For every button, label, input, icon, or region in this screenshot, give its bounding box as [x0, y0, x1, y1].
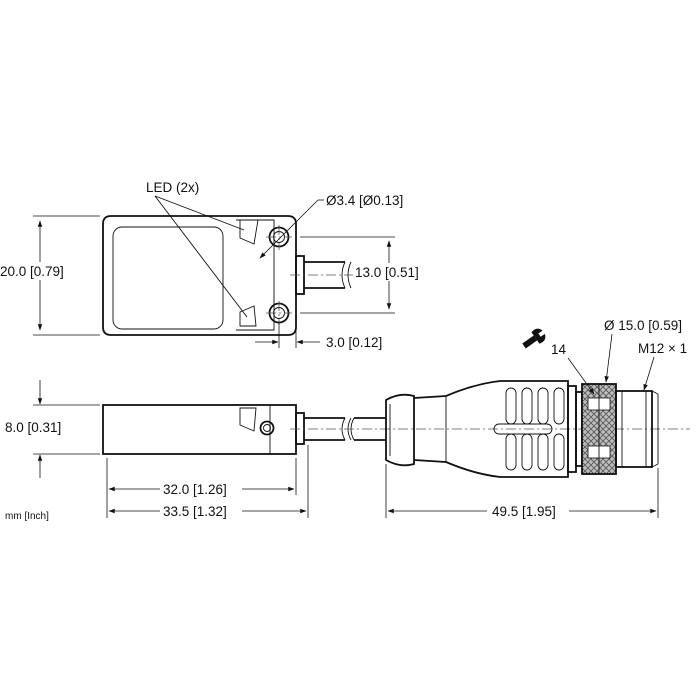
hole-diameter-leader	[259, 199, 319, 259]
thread-label: M12 × 1	[638, 341, 687, 356]
cable-top	[304, 261, 345, 289]
connector-length-label: 49.5 [1.95]	[492, 504, 556, 519]
led-side	[239, 407, 257, 432]
led-upper	[239, 219, 259, 245]
screw-side	[259, 420, 275, 436]
thread	[615, 390, 653, 468]
wrench-leader	[567, 357, 595, 395]
units-label: mm [Inch]	[5, 511, 49, 522]
led-leader-1	[154, 195, 245, 231]
led-leader-2	[154, 195, 248, 318]
wrench-size-label: 14	[551, 342, 567, 357]
cable-gland-side	[295, 412, 305, 445]
connector: 14 Ø 15.0 [0.59] M12 × 1 49.5 [1.95]	[385, 318, 687, 519]
tab-width-label: 3.0 [0.12]	[326, 335, 382, 350]
grip-ribs	[493, 387, 565, 471]
hole-spacing-label: 32.0 [1.26]	[163, 482, 227, 497]
strain-relief	[385, 393, 415, 467]
connector-diameter-label: Ø 15.0 [0.59]	[604, 318, 682, 333]
wrench-icon	[522, 328, 546, 349]
hole-diameter-label: Ø3.4 [Ø0.13]	[326, 193, 403, 208]
body-length-label: 33.5 [1.32]	[163, 504, 227, 519]
height-label: 20.0 [0.79]	[0, 264, 64, 279]
sensor-body-top	[102, 215, 297, 336]
cable-offset-label: 13.0 [0.51]	[355, 265, 419, 280]
thickness-label: 8.0 [0.31]	[5, 420, 61, 435]
top-view: LED (2x) Ø3.4 [Ø0.13] 20.0 [0.79] 13.0 […	[0, 180, 425, 350]
led-lower	[239, 305, 257, 327]
sensor-body-side	[102, 404, 297, 455]
led-label: LED (2x)	[146, 180, 199, 195]
sensing-face	[112, 226, 224, 330]
side-view: 8.0 [0.31] 32.0 [1.26] 33.5 [1.32] mm [I…	[4, 380, 690, 522]
cable-side	[304, 417, 345, 441]
